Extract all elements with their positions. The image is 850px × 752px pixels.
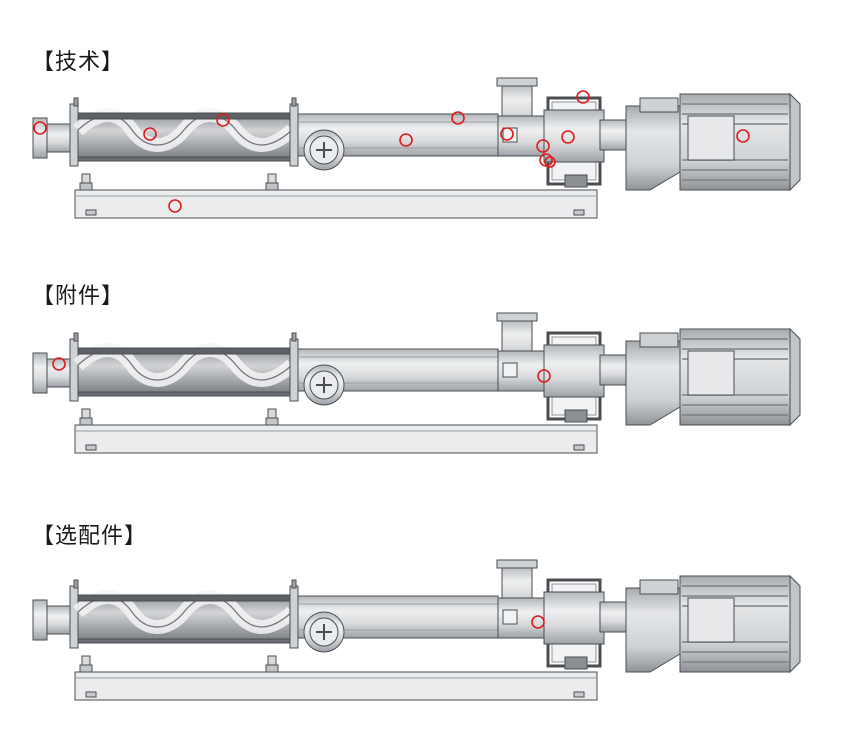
hotspot-inlet-flange[interactable]: [52, 357, 66, 371]
pump-diagram-optional-parts: [0, 552, 850, 752]
hotspot-lantern[interactable]: [536, 139, 550, 153]
hotspot-bracket-top[interactable]: [576, 90, 590, 104]
hotspot-rotor[interactable]: [216, 113, 230, 127]
screw-pump-drawing: [33, 560, 800, 700]
hotspot-lantern[interactable]: [531, 615, 545, 629]
hotspot-group: [531, 615, 545, 629]
hotspot-motor[interactable]: [736, 129, 750, 143]
hotspot-suction-housing[interactable]: [451, 111, 465, 125]
hotspot-bearing[interactable]: [544, 156, 556, 168]
hotspot-inlet-flange[interactable]: [33, 121, 47, 135]
screw-pump-drawing: [33, 313, 800, 453]
pump-diagram-technology: [0, 70, 850, 270]
hotspot-group: [33, 90, 750, 213]
hotspot-bracket[interactable]: [561, 130, 575, 144]
section-title-accessories: 【附件】: [32, 284, 125, 309]
hotspot-lantern[interactable]: [537, 369, 551, 383]
hotspot-stator[interactable]: [143, 127, 157, 141]
pump-diagram-accessories: [0, 305, 850, 505]
hotspot-group: [52, 357, 551, 383]
section-title-technology: 【技术】: [32, 50, 125, 75]
section-title-optional-parts: 【选配件】: [32, 524, 148, 549]
screw-pump-drawing: [33, 78, 800, 218]
hotspot-shaft-seal[interactable]: [500, 127, 514, 141]
hotspot-coupling-rod[interactable]: [399, 133, 413, 147]
hotspot-baseplate[interactable]: [168, 199, 182, 213]
